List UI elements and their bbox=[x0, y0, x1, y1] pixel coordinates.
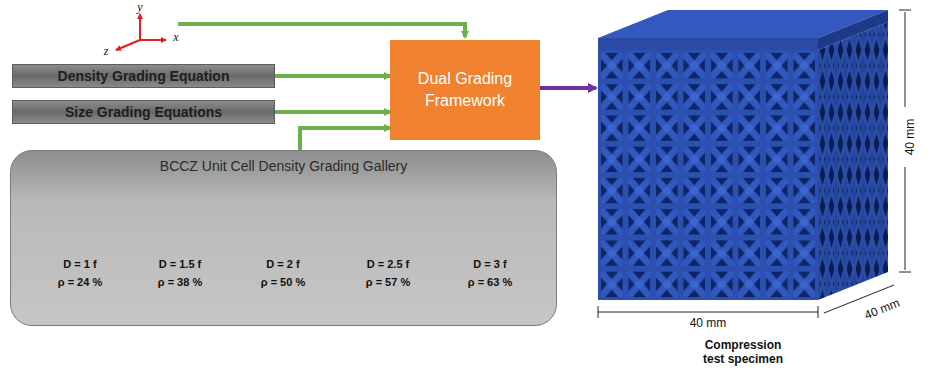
diameter-label: D = 2.5 f bbox=[348, 258, 428, 270]
figure-caption: Compression test specimen bbox=[698, 338, 788, 367]
node-text: Dual Grading Framework bbox=[390, 68, 540, 111]
density-label: ρ = 24 % bbox=[40, 276, 120, 288]
flow-arrow bbox=[300, 128, 390, 150]
axis-feed-arrow bbox=[178, 24, 465, 37]
flow-arrow bbox=[540, 86, 596, 90]
axis-label: x bbox=[170, 30, 182, 45]
equation-box: Density Grading Equation bbox=[12, 64, 275, 88]
dimension-label: 40 mm bbox=[678, 316, 738, 330]
node-text: BCCZ Unit Cell Density Grading Gallery bbox=[11, 151, 556, 174]
axis-label: z bbox=[100, 44, 112, 59]
diameter-label: D = 1.5 f bbox=[140, 258, 220, 270]
density-label: ρ = 63 % bbox=[450, 276, 530, 288]
specimen-figure: Compression test specimen bbox=[596, 8, 896, 372]
axis-triad bbox=[116, 14, 166, 50]
density-label: ρ = 57 % bbox=[348, 276, 428, 288]
equation-box: Size Grading Equations bbox=[12, 100, 275, 124]
diameter-label: D = 1 f bbox=[40, 258, 120, 270]
gallery-panel: BCCZ Unit Cell Density Grading Gallery bbox=[10, 150, 557, 326]
diameter-label: D = 2 f bbox=[243, 258, 323, 270]
density-label: ρ = 50 % bbox=[243, 276, 323, 288]
dimension-lines bbox=[598, 10, 911, 318]
lattice-cube bbox=[598, 10, 888, 300]
flow-arrow bbox=[275, 74, 390, 78]
diameter-label: D = 3 f bbox=[450, 258, 530, 270]
density-label: ρ = 38 % bbox=[140, 276, 220, 288]
framework-box: Dual Grading Framework bbox=[390, 40, 540, 140]
node-text: Size Grading Equations bbox=[65, 104, 222, 120]
node-text: Density Grading Equation bbox=[58, 68, 230, 84]
flow-arrow bbox=[275, 110, 390, 114]
axis-label: y bbox=[134, 0, 146, 15]
dimension-label: 40 mm bbox=[852, 291, 913, 326]
dimension-label: 40 mm bbox=[903, 107, 917, 167]
